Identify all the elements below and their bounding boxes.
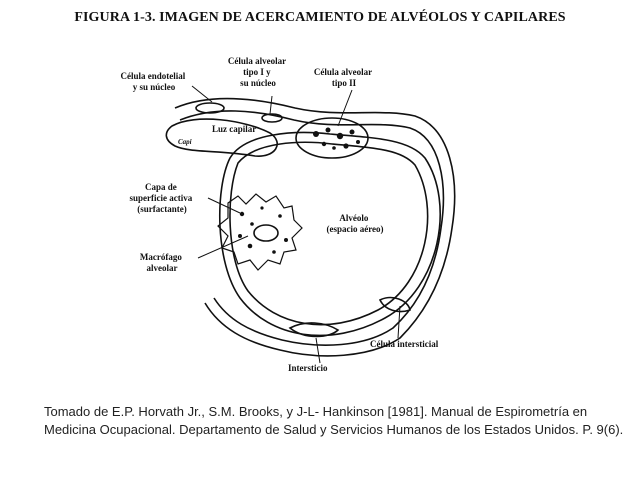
- label-interstitial-cell: Célula intersticial: [370, 339, 439, 349]
- type2-cell: [295, 117, 369, 159]
- label-type1: Célula alveolar tipo I y su núcleo: [228, 56, 288, 88]
- alveolus-diagram: Célula endotelial y su núcleo Célula alv…: [121, 56, 456, 373]
- capillary-outer: [174, 97, 456, 357]
- type1-nucleus: [261, 113, 283, 123]
- label-alveolus: Alvéolo (espacio aéreo): [326, 213, 383, 234]
- label-macrophage: Macrófago alveolar: [140, 252, 184, 273]
- alveolar-wall-inner: [229, 141, 429, 326]
- label-surfactant: Capa de superficie activa (surfactante): [130, 182, 195, 214]
- label-capillary-small: Capi: [178, 138, 192, 146]
- type2-granules: [313, 127, 360, 150]
- macrophage-cell: [217, 193, 303, 271]
- interstitial-cell-shape: [288, 322, 340, 338]
- label-capillary-lumen: Luz capilar: [212, 124, 256, 134]
- figure-caption: Tomado de E.P. Horvath Jr., S.M. Brooks,…: [44, 404, 624, 437]
- figure-title: FIGURA 1-3. IMAGEN DE ACERCAMIENTO DE AL…: [74, 10, 566, 25]
- label-endothelial: Célula endotelial y su núcleo: [121, 71, 188, 92]
- capillary-inner: [179, 110, 445, 346]
- alveolar-wall-outer: [218, 131, 441, 337]
- label-type2: Célula alveolar tipo II: [314, 67, 374, 88]
- endothelial-nucleus: [195, 102, 225, 114]
- label-interstitium: Intersticio: [288, 363, 328, 373]
- macrophage-nucleus: [253, 224, 279, 242]
- macrophage-granules: [238, 206, 288, 254]
- small-capillary: [165, 118, 278, 157]
